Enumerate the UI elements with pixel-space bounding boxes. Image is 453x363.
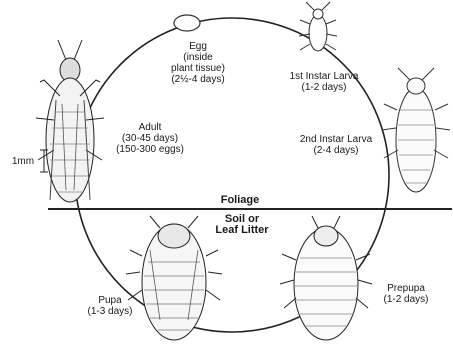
egg-duration: (2½-4 days) [168,74,228,85]
egg-note-2: plant tissue) [168,63,228,74]
prepupa-icon [280,216,372,340]
scale-bar-label: 1mm [8,156,38,167]
adult-name: Adult [108,122,192,133]
adult-eggs: (150-300 eggs) [108,144,192,155]
egg-icon [174,15,200,31]
second-instar-name: 2nd Instar Larva [284,134,388,145]
foliage-label: Foliage [200,195,280,206]
soil-label-line-2: Leaf Litter [206,225,278,236]
egg-note: (inside [168,52,228,63]
adult-label: Adult (30-45 days) (150-300 eggs) [108,122,192,155]
egg-label: Egg (inside plant tissue) (2½-4 days) [168,41,228,85]
first-instar-duration: (1-2 days) [274,82,374,93]
first-instar-larva-icon [299,2,337,51]
egg-name: Egg [168,41,228,52]
pupa-label: Pupa (1-3 days) [82,295,138,317]
second-instar-label: 2nd Instar Larva (2-4 days) [284,134,388,156]
soil-label: Soil or Leaf Litter [206,214,278,236]
pupa-name: Pupa [82,295,138,306]
prepupa-name: Prepupa [374,283,438,294]
prepupa-label: Prepupa (1-2 days) [374,283,438,305]
second-instar-duration: (2-4 days) [284,145,388,156]
pupa-duration: (1-3 days) [82,306,138,317]
adult-duration: (30-45 days) [108,133,192,144]
prepupa-duration: (1-2 days) [374,294,438,305]
second-instar-larva-icon [382,68,450,192]
first-instar-name: 1st Instar Larva [274,71,374,82]
first-instar-label: 1st Instar Larva (1-2 days) [274,71,374,93]
adult-thrips-icon [36,40,104,202]
